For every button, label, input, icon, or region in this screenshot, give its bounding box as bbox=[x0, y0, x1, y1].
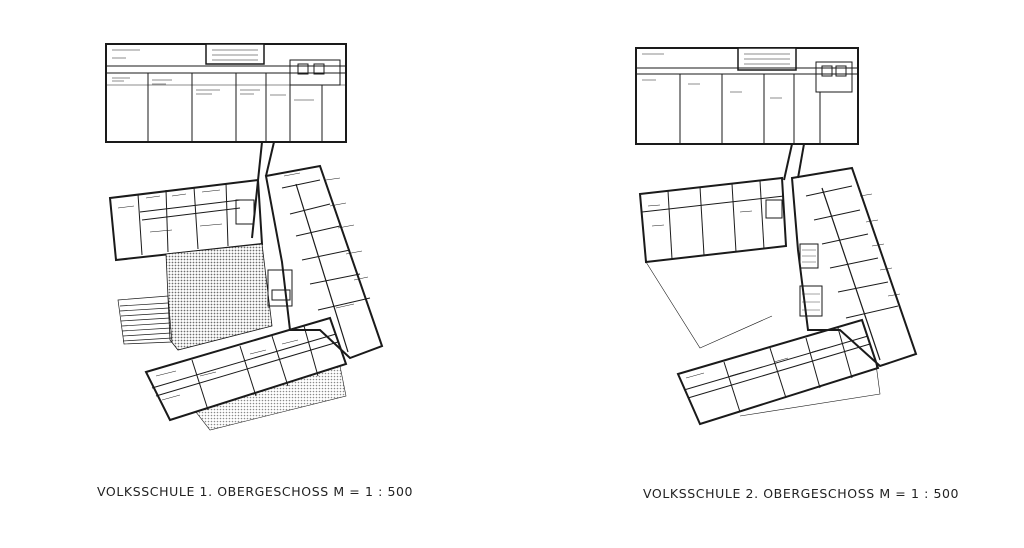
plan-caption-1og: VOLKSSCHULE 1. OBERGESCHOSS M = 1 : 500 bbox=[97, 484, 414, 499]
lower-wing bbox=[144, 316, 348, 422]
external-stair bbox=[117, 295, 173, 345]
middle-block bbox=[638, 176, 788, 264]
bridge-corridor bbox=[251, 141, 275, 239]
plan-1og-drawing bbox=[105, 43, 384, 431]
right-wing bbox=[264, 164, 384, 360]
void-outline bbox=[645, 261, 773, 349]
plan-2og-drawing bbox=[635, 47, 918, 426]
right-wing bbox=[790, 166, 918, 368]
lower-wing bbox=[676, 318, 880, 426]
hatched-courtyard bbox=[165, 243, 273, 351]
top-wing bbox=[105, 43, 347, 143]
bridge-corridor bbox=[783, 143, 805, 181]
void-outline-2 bbox=[739, 363, 881, 417]
middle-block bbox=[108, 178, 264, 262]
top-wing bbox=[635, 47, 859, 145]
plan-caption-2og: VOLKSSCHULE 2. OBERGESCHOSS M = 1 : 500 bbox=[643, 486, 960, 501]
hatched-terrace bbox=[195, 365, 347, 431]
